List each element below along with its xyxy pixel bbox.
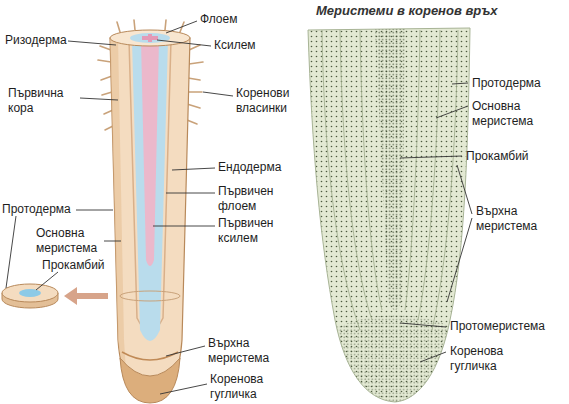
part-label: Прокамбий xyxy=(42,258,105,273)
drawing-part xyxy=(117,22,120,32)
part-label: Първична кора xyxy=(8,86,78,116)
part-label: Прокамбий xyxy=(466,149,529,164)
part-label: Протодерма xyxy=(2,202,71,217)
drawing-part xyxy=(102,92,112,95)
drawing-part xyxy=(189,62,203,64)
drawing-part xyxy=(452,83,468,84)
drawing-part xyxy=(134,20,135,30)
part-label: Върхна меристема xyxy=(208,336,280,366)
drawing-part xyxy=(166,21,197,33)
drawing-part xyxy=(432,30,458,330)
drawing-part xyxy=(360,30,382,310)
part-label: Коренови власинки xyxy=(236,86,308,116)
part-label: Коренова гугличка xyxy=(450,344,530,374)
cap-dots xyxy=(330,315,460,404)
meristem-line xyxy=(122,352,178,360)
drawing-part xyxy=(6,216,16,288)
arrow-shaft xyxy=(74,293,108,299)
part-label: Основна меристема xyxy=(472,99,550,129)
micrograph-outline xyxy=(308,28,470,402)
drawing-part xyxy=(189,45,200,50)
drawing-part xyxy=(36,272,58,290)
part-label: Основна меристема xyxy=(36,226,104,256)
drawing-part xyxy=(340,30,372,320)
drawing-part xyxy=(76,210,113,211)
top-face xyxy=(110,30,190,46)
leader-lines xyxy=(6,21,472,394)
drawing-part xyxy=(187,120,197,124)
part-label: Ризодерма xyxy=(5,33,67,48)
arrow-head xyxy=(64,287,77,305)
drawing-part xyxy=(447,218,472,302)
drawing-part xyxy=(157,40,211,46)
cell-files xyxy=(322,30,458,330)
drawing-part xyxy=(436,106,468,118)
drawing-part xyxy=(80,98,118,100)
part-label: Флоем xyxy=(200,12,237,27)
phloem xyxy=(132,40,168,341)
drawing-part xyxy=(165,20,166,30)
root-shade xyxy=(110,38,126,372)
root-drawing xyxy=(2,20,203,403)
drawing-part xyxy=(187,104,200,108)
part-label: Първичен ксилем xyxy=(218,216,290,246)
part-label: Коренова гугличка xyxy=(210,372,288,402)
section-band xyxy=(120,291,180,301)
part-label: Ендодерма xyxy=(218,160,281,175)
drawing-part xyxy=(160,384,207,394)
part-label: Ксилем xyxy=(214,38,256,53)
drawing-part xyxy=(420,352,446,362)
drawing-part xyxy=(400,156,462,158)
disc-procambium xyxy=(19,289,41,297)
xylem xyxy=(141,40,159,266)
drawing-part xyxy=(68,41,116,45)
part-label: Върхна меристема xyxy=(476,204,554,234)
root-body xyxy=(110,38,190,398)
drawing-part xyxy=(188,91,202,93)
drawing-part xyxy=(188,78,200,80)
drawing-part xyxy=(166,193,215,194)
drawing-part xyxy=(100,46,111,50)
drawing-part xyxy=(203,92,233,96)
panel-title: Меристеми в коренов връх xyxy=(316,3,498,18)
drawing-part xyxy=(101,76,112,80)
drawing-part xyxy=(418,30,440,320)
procambium-dots xyxy=(375,28,405,310)
drawing-part xyxy=(153,226,215,227)
drawing-part xyxy=(457,165,472,214)
top-xylem xyxy=(142,34,158,42)
disc-top xyxy=(2,284,58,302)
top-phloem xyxy=(130,33,170,43)
part-label: Протодерма xyxy=(472,76,541,91)
root-cap xyxy=(120,358,180,403)
drawing-part xyxy=(405,30,420,310)
drawing-part xyxy=(98,60,111,62)
drawing-part xyxy=(104,241,121,242)
part-label: Протомеристема xyxy=(450,319,545,334)
drawing-part xyxy=(172,168,215,170)
drawing-part xyxy=(400,323,446,327)
part-label: Първичен флоем xyxy=(218,184,290,214)
drawing-part xyxy=(166,346,205,356)
